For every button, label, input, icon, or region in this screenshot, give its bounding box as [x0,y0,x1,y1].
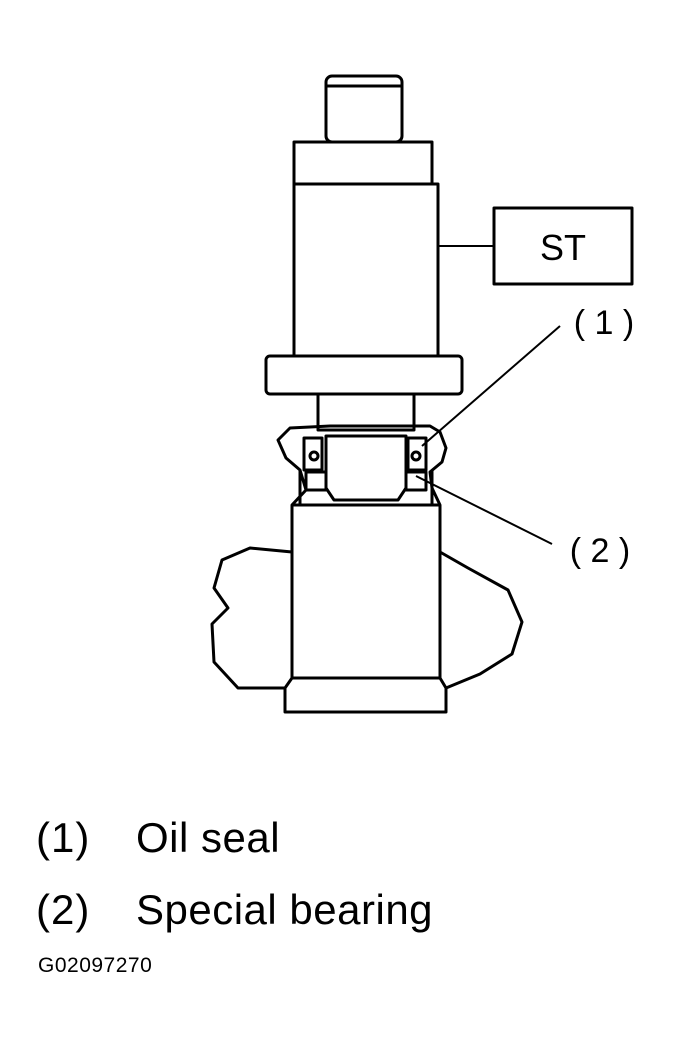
tool-body [292,182,440,358]
figure-id: G02097270 [38,954,153,977]
legend-number: (2) [36,886,91,933]
tool-flange [264,354,464,396]
st-label: ST [540,227,586,268]
callout-1-label: ( 1 ) [574,304,634,342]
legend-number: (1) [36,814,91,861]
legend-row-special-bearing: (2) Special bearing [36,880,656,952]
callout-2-label: ( 2 ) [570,532,630,570]
bearing-installation-diagram: ST ( 1 ) ( 2 ) [210,74,634,714]
oil-seal-spring-right [410,450,422,462]
legend: (1) Oil seal (2) Special bearing [36,808,656,952]
legend-label: Special bearing [136,886,434,933]
oil-seal-spring-left [308,450,320,462]
tool-pilot [324,434,408,502]
special-bearing-left [304,470,328,492]
housing-inner-step [292,470,440,507]
special-bearing-right [404,470,428,492]
tool-shaft [316,392,416,432]
callout-2-leader-line [415,475,553,545]
legend-row-oil-seal: (1) Oil seal [36,808,656,880]
housing-body-left [210,505,294,690]
legend-label: Oil seal [136,814,281,861]
callout-1-leader-line [421,325,561,447]
housing-bottom-plate [285,676,446,714]
oil-seal-left [302,436,324,472]
housing-body-right [438,505,524,690]
oil-seal-right [406,436,428,472]
tool-collar [292,140,434,186]
